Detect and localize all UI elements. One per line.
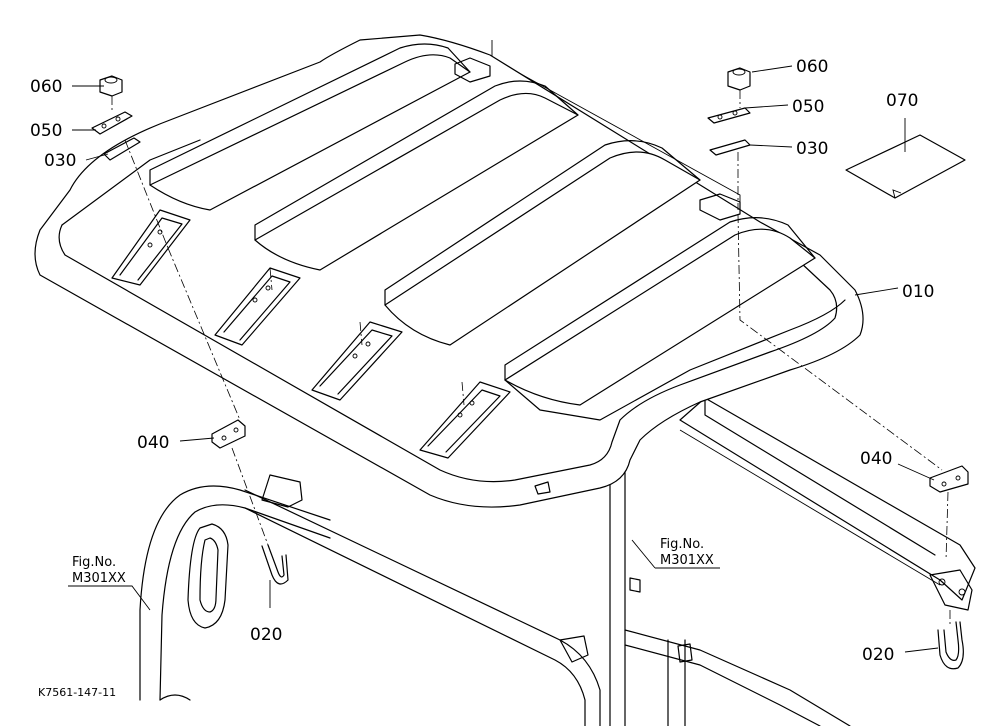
- bracket-040-right: [929, 465, 969, 493]
- fig-reference-right[interactable]: Fig.No. M301XX: [660, 537, 714, 568]
- svg-text:M301XX: M301XX: [660, 553, 714, 568]
- label-060-right: 060: [796, 57, 828, 77]
- plate-050-right: [707, 107, 751, 124]
- label-030-left: 030: [44, 151, 76, 171]
- label-040-left: 040: [137, 433, 169, 453]
- fig-reference-left[interactable]: Fig.No. M301XX: [72, 555, 126, 586]
- label-040-right: 040: [860, 449, 892, 469]
- svg-text:Fig.No.: Fig.No.: [72, 555, 116, 570]
- label-020-left: 020: [250, 625, 282, 645]
- rops-frame: [139, 397, 976, 726]
- left-hardware: [91, 75, 289, 585]
- label-060-left: 060: [30, 77, 62, 97]
- plate-030-right: [709, 139, 751, 156]
- part-labels: 060 050 030 060 050 030 070 010 040 040 …: [30, 57, 934, 665]
- u-bolt-020-left: [261, 545, 289, 585]
- svg-text:M301XX: M301XX: [72, 571, 126, 586]
- label-050-left: 050: [30, 121, 62, 141]
- drawing-code: K7561-147-11: [38, 686, 116, 699]
- u-bolt-020-right: [937, 621, 964, 670]
- bracket-040-left: [211, 419, 246, 449]
- plate-030-left: [103, 137, 141, 161]
- roof-panel: [34, 34, 864, 508]
- label-050-right: 050: [792, 97, 824, 117]
- svg-text:Fig.No.: Fig.No.: [660, 537, 704, 552]
- right-hardware: [707, 67, 969, 670]
- assembly-lines: [111, 90, 951, 625]
- label-010: 010: [902, 282, 934, 302]
- label-070: 070: [886, 91, 918, 111]
- leader-lines: [68, 65, 939, 653]
- label-030-right: 030: [796, 139, 828, 159]
- label-020-right: 020: [862, 645, 894, 665]
- plate-050-left: [91, 111, 133, 135]
- label-070: [845, 134, 966, 199]
- nut-060-right: [727, 67, 751, 91]
